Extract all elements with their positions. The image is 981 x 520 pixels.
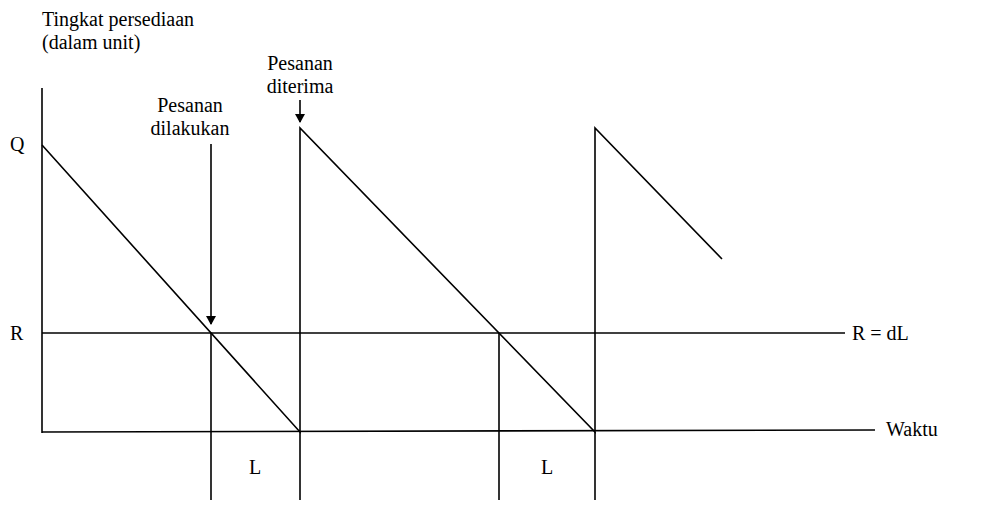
pointer-arrow [299,100,301,122]
interval-label: L [541,456,553,479]
x-axis [42,430,875,432]
tick-line [299,432,301,500]
y-axis [41,88,43,433]
axis-title: Tingkat persediaan (dalam unit) [42,8,232,54]
pointer-arrow [210,144,212,324]
axis-title: Waktu [886,418,938,441]
tick-line [594,432,596,500]
tick-line [210,333,212,500]
inventory-sawtooth [42,128,722,432]
annotation: Pesanan diterima [250,52,350,98]
reorder-line [42,332,845,334]
axis-value: Q [10,133,24,156]
tick-line [498,333,500,500]
annotation: Pesanan dilakukan [135,94,245,140]
axis-value: R [10,322,23,345]
line-label: R = dL [852,322,909,345]
interval-label: L [249,456,261,479]
